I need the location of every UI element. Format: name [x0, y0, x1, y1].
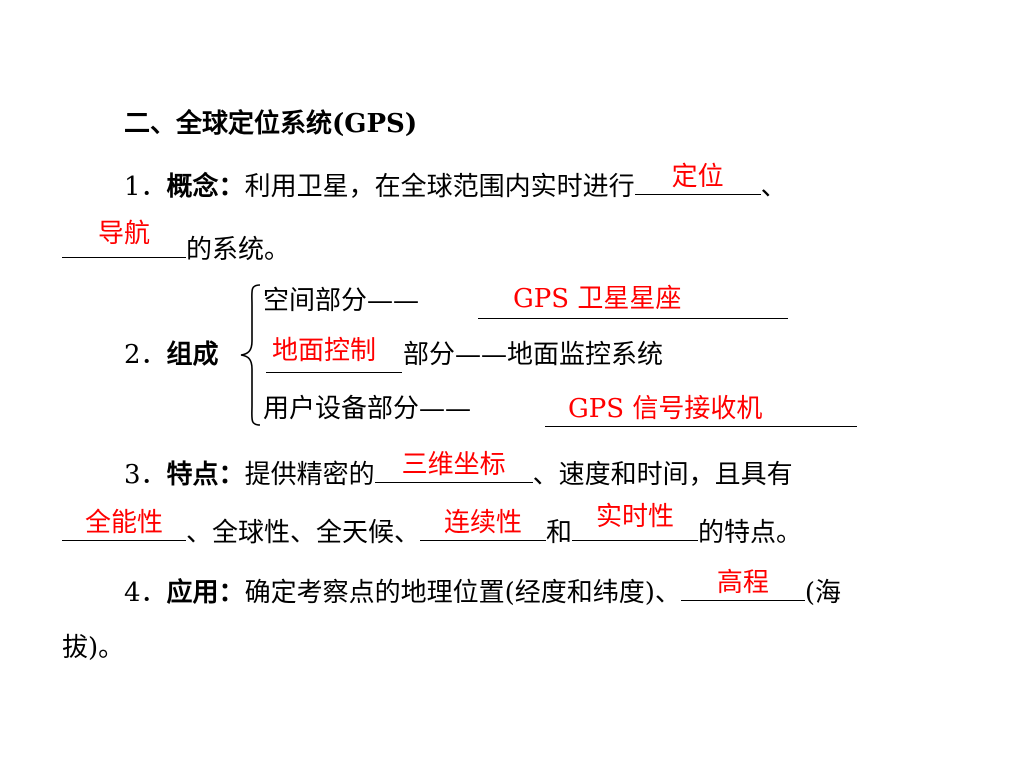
blank-gps-receiver: [545, 426, 857, 427]
answer-gps-receiver: GPS 信号接收机: [568, 394, 763, 424]
answer-3d-coordinates: 三维坐标: [401, 450, 506, 480]
features-text-4: 和: [546, 518, 573, 548]
application-text-2: (海: [804, 578, 842, 608]
composition-row-user: 用户设备部分——: [263, 394, 472, 424]
features-text-1: 提供精密的: [244, 460, 375, 490]
composition-number: 2．: [124, 340, 167, 370]
application-label: 应用：: [166, 578, 245, 608]
answer-ground-control: 地面控制: [272, 336, 377, 366]
features-text-2: 、速度和时间，且具有: [532, 460, 793, 490]
blank-ground-control: [266, 372, 402, 373]
features-line: 3．特点：提供精密的三维坐标、速度和时间，且具有: [124, 450, 793, 492]
blank-elevation: 高程: [680, 568, 805, 601]
answer-continuity: 连续性: [444, 508, 523, 538]
blank-continuity: 连续性: [420, 508, 547, 541]
features-line-2: 全能性、全球性、全天候、连续性和实时性的特点。: [62, 502, 803, 550]
blank-navigation: 导航: [62, 219, 186, 258]
answer-all-capability: 全能性: [84, 508, 163, 538]
section-heading: 二、全球定位系统(GPS): [124, 109, 418, 139]
blank-3d-coordinates: 三维坐标: [374, 450, 533, 483]
features-number: 3．: [124, 460, 167, 490]
concept-label: 概念：: [166, 172, 245, 202]
application-text-1: 确定考察点的地理位置(经度和纬度)、: [244, 578, 681, 608]
composition-label: 组成: [166, 340, 219, 370]
application-number: 4．: [124, 578, 167, 608]
application-line-2: 拔)。: [62, 633, 125, 663]
curly-brace: [240, 284, 261, 426]
features-text-3: 、全球性、全天候、: [186, 518, 421, 548]
concept-tail: 的系统。: [186, 235, 291, 265]
concept-line: 1．概念：利用卫星，在全球范围内实时进行 定位 、: [124, 162, 787, 204]
concept-text: 利用卫星，在全球范围内实时进行: [244, 172, 635, 202]
blank-all-capability: 全能性: [62, 508, 186, 541]
composition-row-space: 空间部分——: [263, 286, 420, 316]
application-line: 4．应用：确定考察点的地理位置(经度和纬度)、 高程 (海: [124, 568, 842, 610]
answer-elevation: 高程: [716, 568, 769, 598]
features-label: 特点：: [166, 460, 245, 490]
features-text-5: 的特点。: [698, 518, 803, 548]
blank-real-time: 实时性: [572, 502, 699, 541]
blank-gps-constellation: [478, 318, 788, 319]
blank-positioning: 定位: [634, 162, 761, 195]
composition-row-ground: 部分——地面监控系统: [403, 340, 664, 370]
concept-line-2: 导航的系统。: [62, 219, 291, 267]
answer-navigation: 导航: [97, 219, 150, 249]
answer-gps-constellation: GPS 卫星星座: [513, 284, 682, 314]
answer-positioning: 定位: [671, 162, 724, 192]
answer-real-time: 实时性: [596, 502, 675, 532]
concept-separator: 、: [760, 172, 787, 202]
composition-heading: 2．组成: [124, 338, 219, 372]
concept-number: 1．: [124, 172, 167, 202]
